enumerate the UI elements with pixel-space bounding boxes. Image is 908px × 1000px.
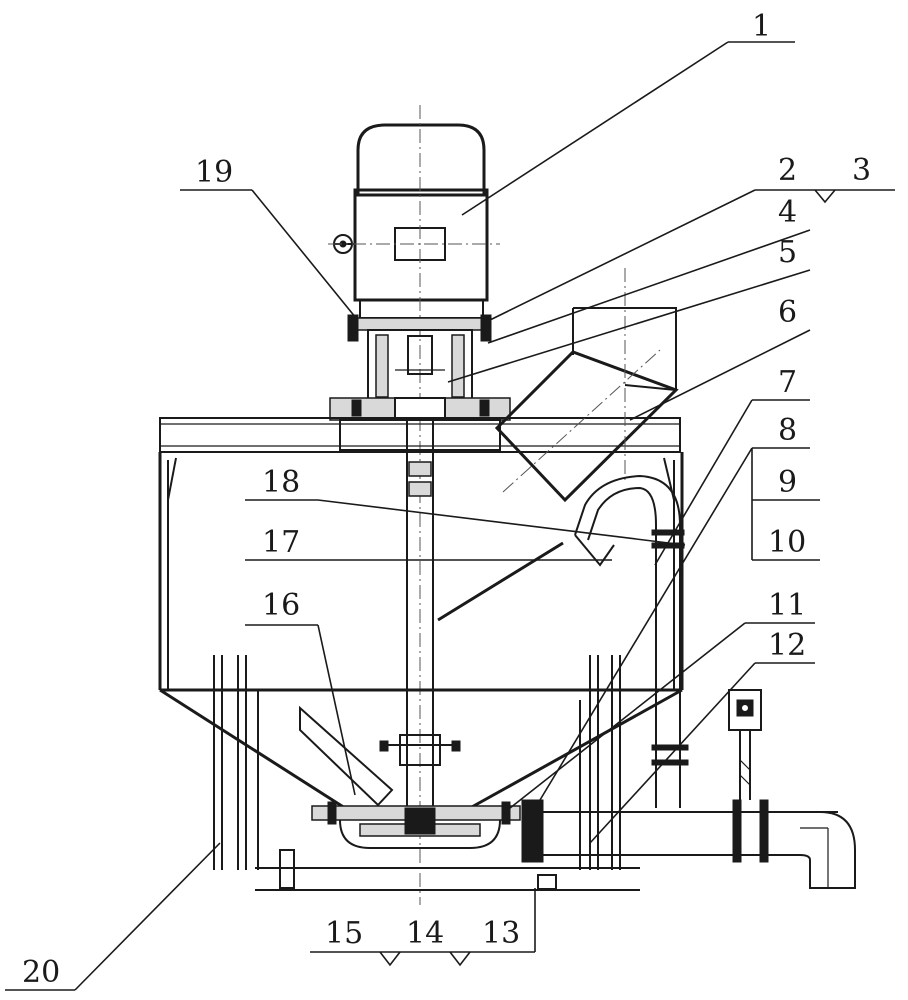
label-16: 16 <box>262 588 300 623</box>
return-pipe <box>575 476 688 808</box>
label-14: 14 <box>406 916 444 951</box>
label-11: 11 <box>768 588 806 623</box>
label-9: 9 <box>778 465 797 500</box>
label-2: 2 <box>778 153 797 188</box>
discharge-pipe <box>522 800 855 888</box>
label-18: 18 <box>262 465 300 500</box>
label-19: 19 <box>195 155 233 190</box>
label-7: 7 <box>778 365 797 400</box>
label-15: 15 <box>325 916 363 951</box>
label-3: 3 <box>852 153 871 188</box>
label-8: 8 <box>778 413 797 448</box>
label-10: 10 <box>768 525 806 560</box>
part-labels: 1 2 3 4 5 6 7 8 9 10 11 12 13 14 15 16 1… <box>22 9 871 990</box>
motor <box>333 125 487 318</box>
baffle-rod <box>438 543 563 620</box>
valve <box>729 690 761 800</box>
label-4: 4 <box>778 195 797 230</box>
label-13: 13 <box>482 916 520 951</box>
label-1: 1 <box>752 9 771 44</box>
pump-housing <box>255 802 640 890</box>
label-6: 6 <box>778 295 797 330</box>
label-17: 17 <box>262 525 300 560</box>
label-12: 12 <box>768 628 806 663</box>
label-5: 5 <box>778 235 797 270</box>
label-20: 20 <box>22 955 60 990</box>
